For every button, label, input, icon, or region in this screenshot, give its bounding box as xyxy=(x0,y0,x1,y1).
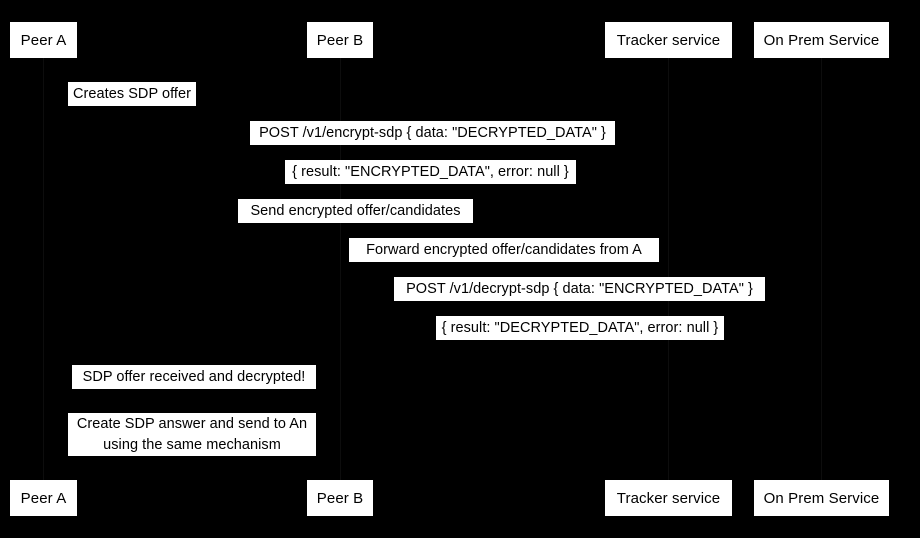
participant-label: Peer A xyxy=(20,489,67,507)
participant-top-on-prem-service[interactable]: On Prem Service xyxy=(754,22,889,58)
message-line: { result: "DECRYPTED_DATA", error: null … xyxy=(441,320,719,336)
lifeline-on-prem xyxy=(821,58,822,480)
participant-label: Tracker service xyxy=(616,31,721,49)
participant-label: On Prem Service xyxy=(763,489,880,507)
message-label-result-decrypted-data: { result: "DECRYPTED_DATA", error: null … xyxy=(436,316,724,340)
participant-bottom-tracker-service[interactable]: Tracker service xyxy=(605,480,732,516)
message-line: SDP offer received and decrypted! xyxy=(82,369,306,385)
participant-bottom-on-prem-service[interactable]: On Prem Service xyxy=(754,480,889,516)
message-line: POST /v1/encrypt-sdp { data: "DECRYPTED_… xyxy=(259,125,606,141)
participant-label: Peer B xyxy=(316,31,364,49)
participant-label: Peer B xyxy=(316,489,364,507)
participant-bottom-peer-b[interactable]: Peer B xyxy=(307,480,373,516)
message-label-create-sdp-answer: Create SDP answer and send to An using t… xyxy=(68,413,316,456)
participant-top-peer-a[interactable]: Peer A xyxy=(10,22,77,58)
message-line: Forward encrypted offer/candidates from … xyxy=(366,242,642,258)
message-label-forward-encrypted-offer: Forward encrypted offer/candidates from … xyxy=(349,238,659,262)
message-line: { result: "ENCRYPTED_DATA", error: null … xyxy=(292,164,569,180)
message-label-sdp-offer-received: SDP offer received and decrypted! xyxy=(72,365,316,389)
participant-label: Tracker service xyxy=(616,489,721,507)
participant-top-tracker-service[interactable]: Tracker service xyxy=(605,22,732,58)
message-line: Create SDP answer and send to An xyxy=(76,416,308,432)
participant-bottom-peer-a[interactable]: Peer A xyxy=(10,480,77,516)
participant-label: On Prem Service xyxy=(763,31,880,49)
message-line: Creates SDP offer xyxy=(73,86,191,102)
lifeline-peer-b xyxy=(340,58,341,480)
message-label-creates-sdp-offer: Creates SDP offer xyxy=(68,82,196,106)
message-line: using the same mechanism xyxy=(103,437,281,453)
message-label-post-decrypt-sdp: POST /v1/decrypt-sdp { data: "ENCRYPTED_… xyxy=(394,277,765,301)
lifeline-peer-a xyxy=(43,58,44,480)
participant-top-peer-b[interactable]: Peer B xyxy=(307,22,373,58)
lifeline-tracker xyxy=(668,58,669,480)
message-label-post-encrypt-sdp: POST /v1/encrypt-sdp { data: "DECRYPTED_… xyxy=(250,121,615,145)
message-line: POST /v1/decrypt-sdp { data: "ENCRYPTED_… xyxy=(406,281,753,297)
message-label-result-encrypted-data: { result: "ENCRYPTED_DATA", error: null … xyxy=(285,160,576,184)
participant-label: Peer A xyxy=(20,31,67,49)
message-label-send-encrypted-offer: Send encrypted offer/candidates xyxy=(238,199,473,223)
message-line: Send encrypted offer/candidates xyxy=(250,203,461,219)
